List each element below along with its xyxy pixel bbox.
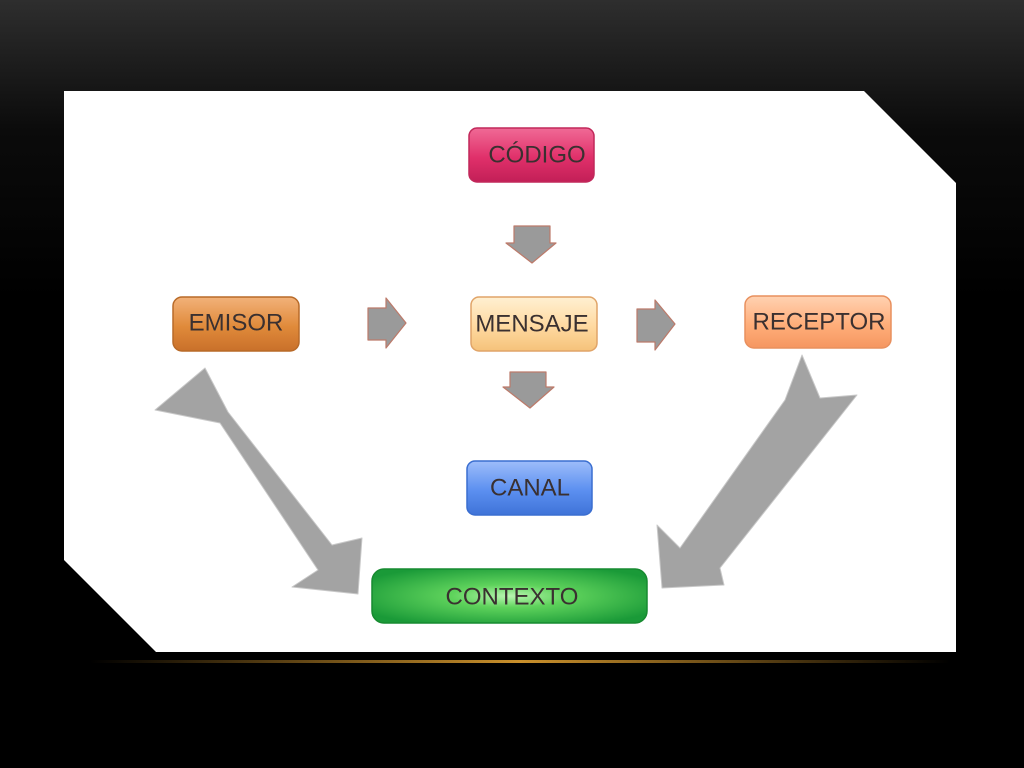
node-contexto-label: CONTEXTO — [446, 584, 579, 611]
node-mensaje: MENSAJE — [470, 296, 598, 352]
arrow-emisor-to-mensaje — [367, 297, 407, 349]
node-canal: CANAL — [466, 460, 593, 516]
arrow-emisor-to-contexto — [154, 367, 363, 595]
arrow-receptor-to-contexto — [656, 354, 858, 589]
arrow-mensaje-to-canal — [502, 371, 555, 409]
node-emisor: EMISOR — [172, 296, 300, 352]
node-canal-label: CANAL — [490, 475, 570, 502]
node-contexto: CONTEXTO — [371, 568, 648, 624]
arrow-codigo-to-mensaje — [505, 225, 557, 264]
node-mensaje-label: MENSAJE — [475, 311, 588, 338]
node-receptor: RECEPTOR — [744, 295, 892, 349]
node-codigo-label: CÓDIGO — [488, 142, 585, 169]
accent-line — [90, 660, 950, 663]
node-receptor-label: RECEPTOR — [753, 309, 886, 336]
arrow-mensaje-to-receptor — [636, 299, 676, 351]
node-emisor-label: EMISOR — [189, 310, 284, 337]
node-codigo: CÓDIGO — [468, 127, 595, 183]
